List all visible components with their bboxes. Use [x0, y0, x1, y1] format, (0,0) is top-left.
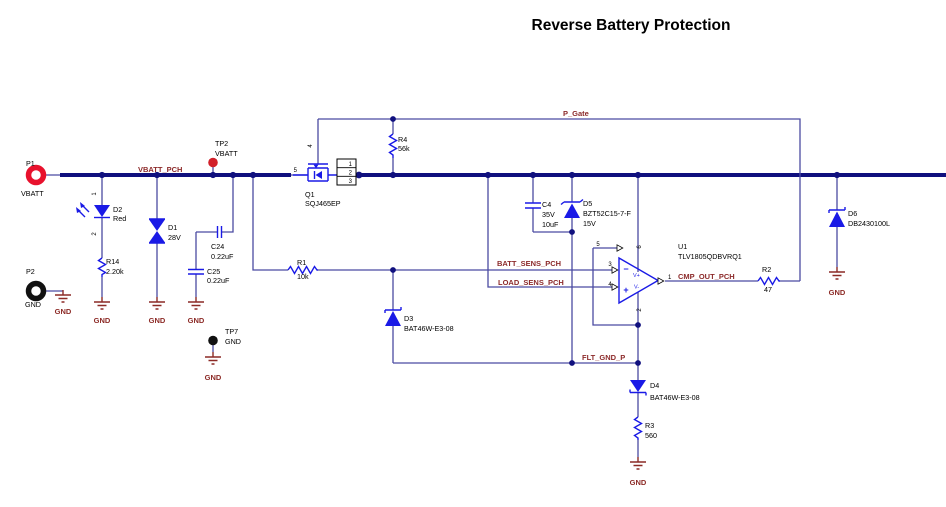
u1-plus-sign: +	[623, 285, 628, 295]
u1-value: TLV1805QDBVRQ1	[678, 252, 742, 261]
gnd-label-c25: GND	[188, 316, 205, 325]
d2-pin-2: 2	[92, 232, 98, 236]
component-d4-diode: D4 BAT46W-E3-08	[629, 380, 700, 402]
component-d5-zener: D5 BZT52C15-7-F 15V	[560, 198, 632, 228]
q1-pad-2: 2	[349, 171, 353, 177]
d1-value: 28V	[168, 233, 181, 242]
r14-value: 2.20k	[106, 267, 124, 276]
component-r2-resistor: R2 47	[757, 265, 780, 294]
gnd-label-tp7: GND	[205, 373, 222, 382]
gnd-label-r3: GND	[630, 478, 647, 487]
r3-value: 560	[645, 431, 657, 440]
p1-ref: P1	[26, 159, 35, 168]
u1-pin-6: 6	[637, 245, 643, 249]
c4-value2: 10uF	[542, 220, 559, 229]
c4-ref: C4	[542, 200, 551, 209]
component-q1-mosfet: 1 2 3 5 4 Q1 SQJ465EP	[293, 144, 357, 208]
r4-value: 56k	[398, 144, 410, 153]
q1-ref: Q1	[305, 190, 315, 199]
net-label-flt-gnd-p: FLT_GND_P	[582, 353, 625, 362]
q1-pad-1: 1	[349, 162, 353, 168]
d6-value: DB2430100L	[848, 219, 890, 228]
wires	[45, 118, 838, 457]
connector-p2: P2 GND	[25, 267, 47, 309]
tp7-ref: TP7	[225, 327, 238, 336]
q1-pad-3: 3	[349, 179, 353, 185]
net-label-batt-sens-pch: BATT_SENS_PCH	[497, 259, 561, 268]
component-d6-diode: D6 DB2430100L	[828, 207, 890, 228]
gnd-label-r14: GND	[94, 316, 111, 325]
r1-ref: R1	[297, 258, 306, 267]
component-c4-capacitor: C4 35V 10uF	[525, 200, 559, 229]
d6-ref: D6	[848, 209, 857, 218]
p1-net: VBATT	[21, 189, 44, 198]
junction-dots	[98, 116, 841, 366]
u1-pin-1: 1	[668, 275, 672, 281]
c4-value: 35V	[542, 210, 555, 219]
component-r3-resistor: R3 560	[633, 416, 657, 440]
net-labels: VBATT_PCH P_Gate BATT_SENS_PCH LOAD_SENS…	[138, 109, 735, 362]
ground-symbols: GND GND GND GND GND GND GND	[54, 266, 846, 487]
d5-value: BZT52C15-7-F	[583, 209, 632, 218]
schematic-title: Reverse Battery Protection	[532, 17, 731, 34]
d4-value: BAT46W-E3-08	[650, 393, 700, 402]
component-d1-tvs: D1 28V	[149, 218, 181, 244]
component-c25-capacitor: C25 0.22uF	[188, 267, 230, 285]
q1-pin-4: 4	[308, 144, 314, 148]
net-label-p-gate: P_Gate	[563, 109, 589, 118]
c24-value: 0.22uF	[211, 252, 234, 261]
component-d3-diode: D3 BAT46W-E3-08	[384, 307, 454, 333]
c25-value: 0.22uF	[207, 276, 230, 285]
c25-ref: C25	[207, 267, 220, 276]
tp2-ref: TP2	[215, 139, 228, 148]
u1-pin-3: 3	[608, 262, 612, 268]
component-c24-capacitor: C24 0.22uF	[211, 226, 234, 261]
component-r14-resistor: R14 2.20k	[97, 257, 124, 277]
r2-ref: R2	[762, 265, 771, 274]
d2-pin-1: 1	[92, 192, 98, 196]
r4-ref: R4	[398, 135, 407, 144]
u1-minus-sign: −	[623, 264, 628, 274]
d3-ref: D3	[404, 314, 413, 323]
component-u1-comparator: − + V+ V- 5 3 4 6 2 1 U1 TLV1805QDBVRQ1	[596, 242, 741, 312]
connector-p1: P1 VBATT	[21, 159, 47, 198]
r14-ref: R14	[106, 257, 119, 266]
u1-pin-4: 4	[608, 282, 612, 288]
net-label-load-sens-pch: LOAD_SENS_PCH	[498, 278, 564, 287]
component-r1-resistor: R1 10k	[287, 258, 318, 281]
u1-ref: U1	[678, 242, 687, 251]
d5-value2: 15V	[583, 219, 596, 228]
component-r4-resistor: R4 56k	[388, 133, 410, 158]
d4-ref: D4	[650, 381, 659, 390]
net-label-cmp-out-pch: CMP_OUT_PCH	[678, 272, 735, 281]
d2-ref: D2	[113, 205, 122, 214]
q1-value: SQJ465EP	[305, 199, 341, 208]
d5-ref: D5	[583, 199, 592, 208]
r1-value: 10k	[297, 272, 309, 281]
net-label-vbatt-pch: VBATT_PCH	[138, 165, 182, 174]
component-d2-led: 1 2 D2 Red	[76, 192, 126, 236]
r2-value: 47	[764, 285, 772, 294]
test-point-tp2: TP2 VBATT	[208, 139, 238, 168]
tp2-net: VBATT	[215, 149, 238, 158]
gnd-label-d1: GND	[149, 316, 166, 325]
d1-ref: D1	[168, 223, 177, 232]
gnd-label-p2: GND	[55, 307, 72, 316]
u1-vminus-label: V-	[634, 285, 639, 291]
c24-ref: C24	[211, 242, 224, 251]
gnd-label-d6: GND	[829, 288, 846, 297]
u1-pin-2: 2	[637, 308, 643, 312]
d3-value: BAT46W-E3-08	[404, 324, 454, 333]
p2-ref: P2	[26, 267, 35, 276]
p2-net: GND	[25, 300, 41, 309]
tp7-net: GND	[225, 337, 241, 346]
d2-value: Red	[113, 214, 126, 223]
r3-ref: R3	[645, 421, 654, 430]
test-point-tp7: TP7 GND	[208, 327, 241, 346]
u1-pin-5: 5	[596, 242, 600, 248]
u1-vplus-label: V+	[633, 273, 640, 279]
q1-pin-5: 5	[294, 168, 298, 174]
